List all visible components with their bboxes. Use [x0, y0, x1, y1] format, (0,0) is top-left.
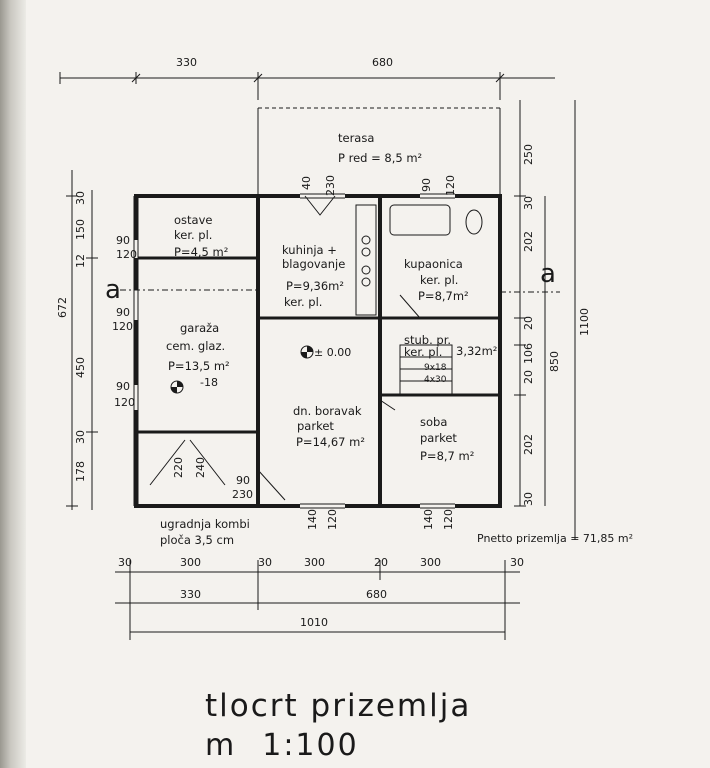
dim-opening-2: 90 — [420, 178, 433, 192]
room-boravak-floor: parket — [297, 419, 334, 433]
room-kuhinja-name1: kuhinja + — [282, 243, 337, 257]
dim-opening-0: 40 — [300, 176, 313, 190]
room-garaza-area: P=13,5 m² — [168, 359, 230, 373]
dim-right-1: 30 — [522, 196, 535, 210]
room-boravak-name: dn. boravak — [293, 404, 362, 418]
dim-bottom-r1-3: 300 — [304, 556, 325, 569]
room-kuhinja-floor: ker. pl. — [284, 295, 322, 309]
room-boravak-area: P=14,67 m² — [296, 435, 365, 449]
room-soba-name: soba — [420, 415, 447, 429]
room-kupaonica-name: kupaonica — [404, 257, 463, 271]
room-ostave-name: ostave — [174, 213, 212, 227]
room-stub-area: 3,32m² — [456, 344, 497, 358]
note-line-2: ploča 3,5 cm — [160, 533, 234, 547]
dim-opening-5: 240 — [194, 457, 207, 478]
page-binding-shadow — [0, 0, 26, 768]
room-kuhinja-area: P=9,36m² — [286, 279, 344, 293]
dim-left-8: 120 — [114, 396, 135, 409]
dim-opening-3: 120 — [444, 175, 457, 196]
dim-left-7: 90 — [116, 380, 130, 393]
dim-right-5: 20 — [522, 370, 535, 384]
dim-left-10: 30 — [74, 430, 87, 444]
dim-left-total: 672 — [56, 297, 69, 318]
dim-bottom-r1-1: 300 — [180, 556, 201, 569]
dim-bottom-r1-0: 30 — [118, 556, 132, 569]
section-mark-right: a — [540, 259, 556, 289]
room-soba-floor: parket — [420, 431, 457, 445]
room-ostave-floor: ker. pl. — [174, 228, 212, 242]
drawing-scale: m 1:100 — [205, 728, 385, 763]
dim-right-2: 202 — [522, 231, 535, 252]
scale-value: 1:100 — [262, 728, 359, 763]
stair-dim-1: 9x18 — [424, 363, 447, 373]
dim-left-0: 30 — [74, 191, 87, 205]
dim-right-total: 1100 — [578, 308, 591, 336]
note-line-1: ugradnja kombi — [160, 517, 250, 531]
dim-opening-10: 140 — [422, 509, 435, 530]
dim-opening-11: 120 — [442, 509, 455, 530]
dim-opening-7: 230 — [232, 488, 253, 501]
dim-opening-9: 120 — [326, 509, 339, 530]
room-soba-area: P=8,7 m² — [420, 449, 474, 463]
dim-opening-6: 90 — [236, 474, 250, 487]
dim-left-5: 90 — [116, 306, 130, 319]
dim-right-850: 850 — [548, 351, 561, 372]
room-boravak-level: ± 0.00 — [314, 346, 351, 359]
dim-top-1: 330 — [176, 56, 197, 69]
dim-left-11: 178 — [74, 461, 87, 482]
dim-right-3: 20 — [522, 316, 535, 330]
dim-left-1: 150 — [74, 219, 87, 240]
dim-right-7: 30 — [522, 492, 535, 506]
dim-bottom-r1-5: 300 — [420, 556, 441, 569]
room-garaza-level: -18 — [200, 376, 218, 389]
dim-bottom-r2-0: 330 — [180, 588, 201, 601]
dim-left-6: 120 — [112, 320, 133, 333]
room-kuhinja-name2: blagovanje — [282, 257, 345, 271]
drawing-title: tlocrt prizemlja — [205, 688, 472, 724]
netto-area: Pnetto prizemlja = 71,85 m² — [477, 532, 634, 545]
dim-right-0: 250 — [522, 144, 535, 165]
room-terasa-area: P red = 8,5 m² — [338, 151, 422, 165]
room-kupaonica-floor: ker. pl. — [420, 273, 458, 287]
room-stub-name: stub. pr. — [404, 333, 451, 347]
level-marker-icon — [170, 380, 184, 394]
dim-left-3: 90 — [116, 234, 130, 247]
dim-bottom-total: 1010 — [300, 616, 328, 629]
room-garaza-floor: cem. glaz. — [166, 339, 225, 353]
dim-bottom-r1-6: 30 — [510, 556, 524, 569]
level-marker-icon — [300, 345, 314, 359]
dim-opening-1: 230 — [324, 175, 337, 196]
dim-right-4: 106 — [522, 343, 535, 364]
dim-bottom-r2-1: 680 — [366, 588, 387, 601]
dim-right-6: 202 — [522, 434, 535, 455]
section-mark-left: a — [105, 275, 121, 305]
room-ostave-area: P=4,5 m² — [174, 245, 228, 259]
dim-left-9: 450 — [74, 357, 87, 378]
room-kupaonica-area: P=8,7m² — [418, 289, 469, 303]
scale-prefix: m — [205, 728, 237, 763]
stair-dim-2: 4x30 — [424, 375, 447, 385]
dim-left-4: 120 — [116, 248, 137, 261]
dim-opening-4: 220 — [172, 457, 185, 478]
dim-opening-8: 140 — [306, 509, 319, 530]
room-terasa-name: terasa — [338, 131, 374, 145]
dim-bottom-r1-2: 30 — [258, 556, 272, 569]
dim-bottom-r1-4: 20 — [374, 556, 388, 569]
dim-left-2: 12 — [74, 254, 87, 268]
dim-top-2: 680 — [372, 56, 393, 69]
room-stub-floor: ker. pl. — [404, 345, 442, 359]
room-garaza-name: garaža — [180, 321, 219, 335]
